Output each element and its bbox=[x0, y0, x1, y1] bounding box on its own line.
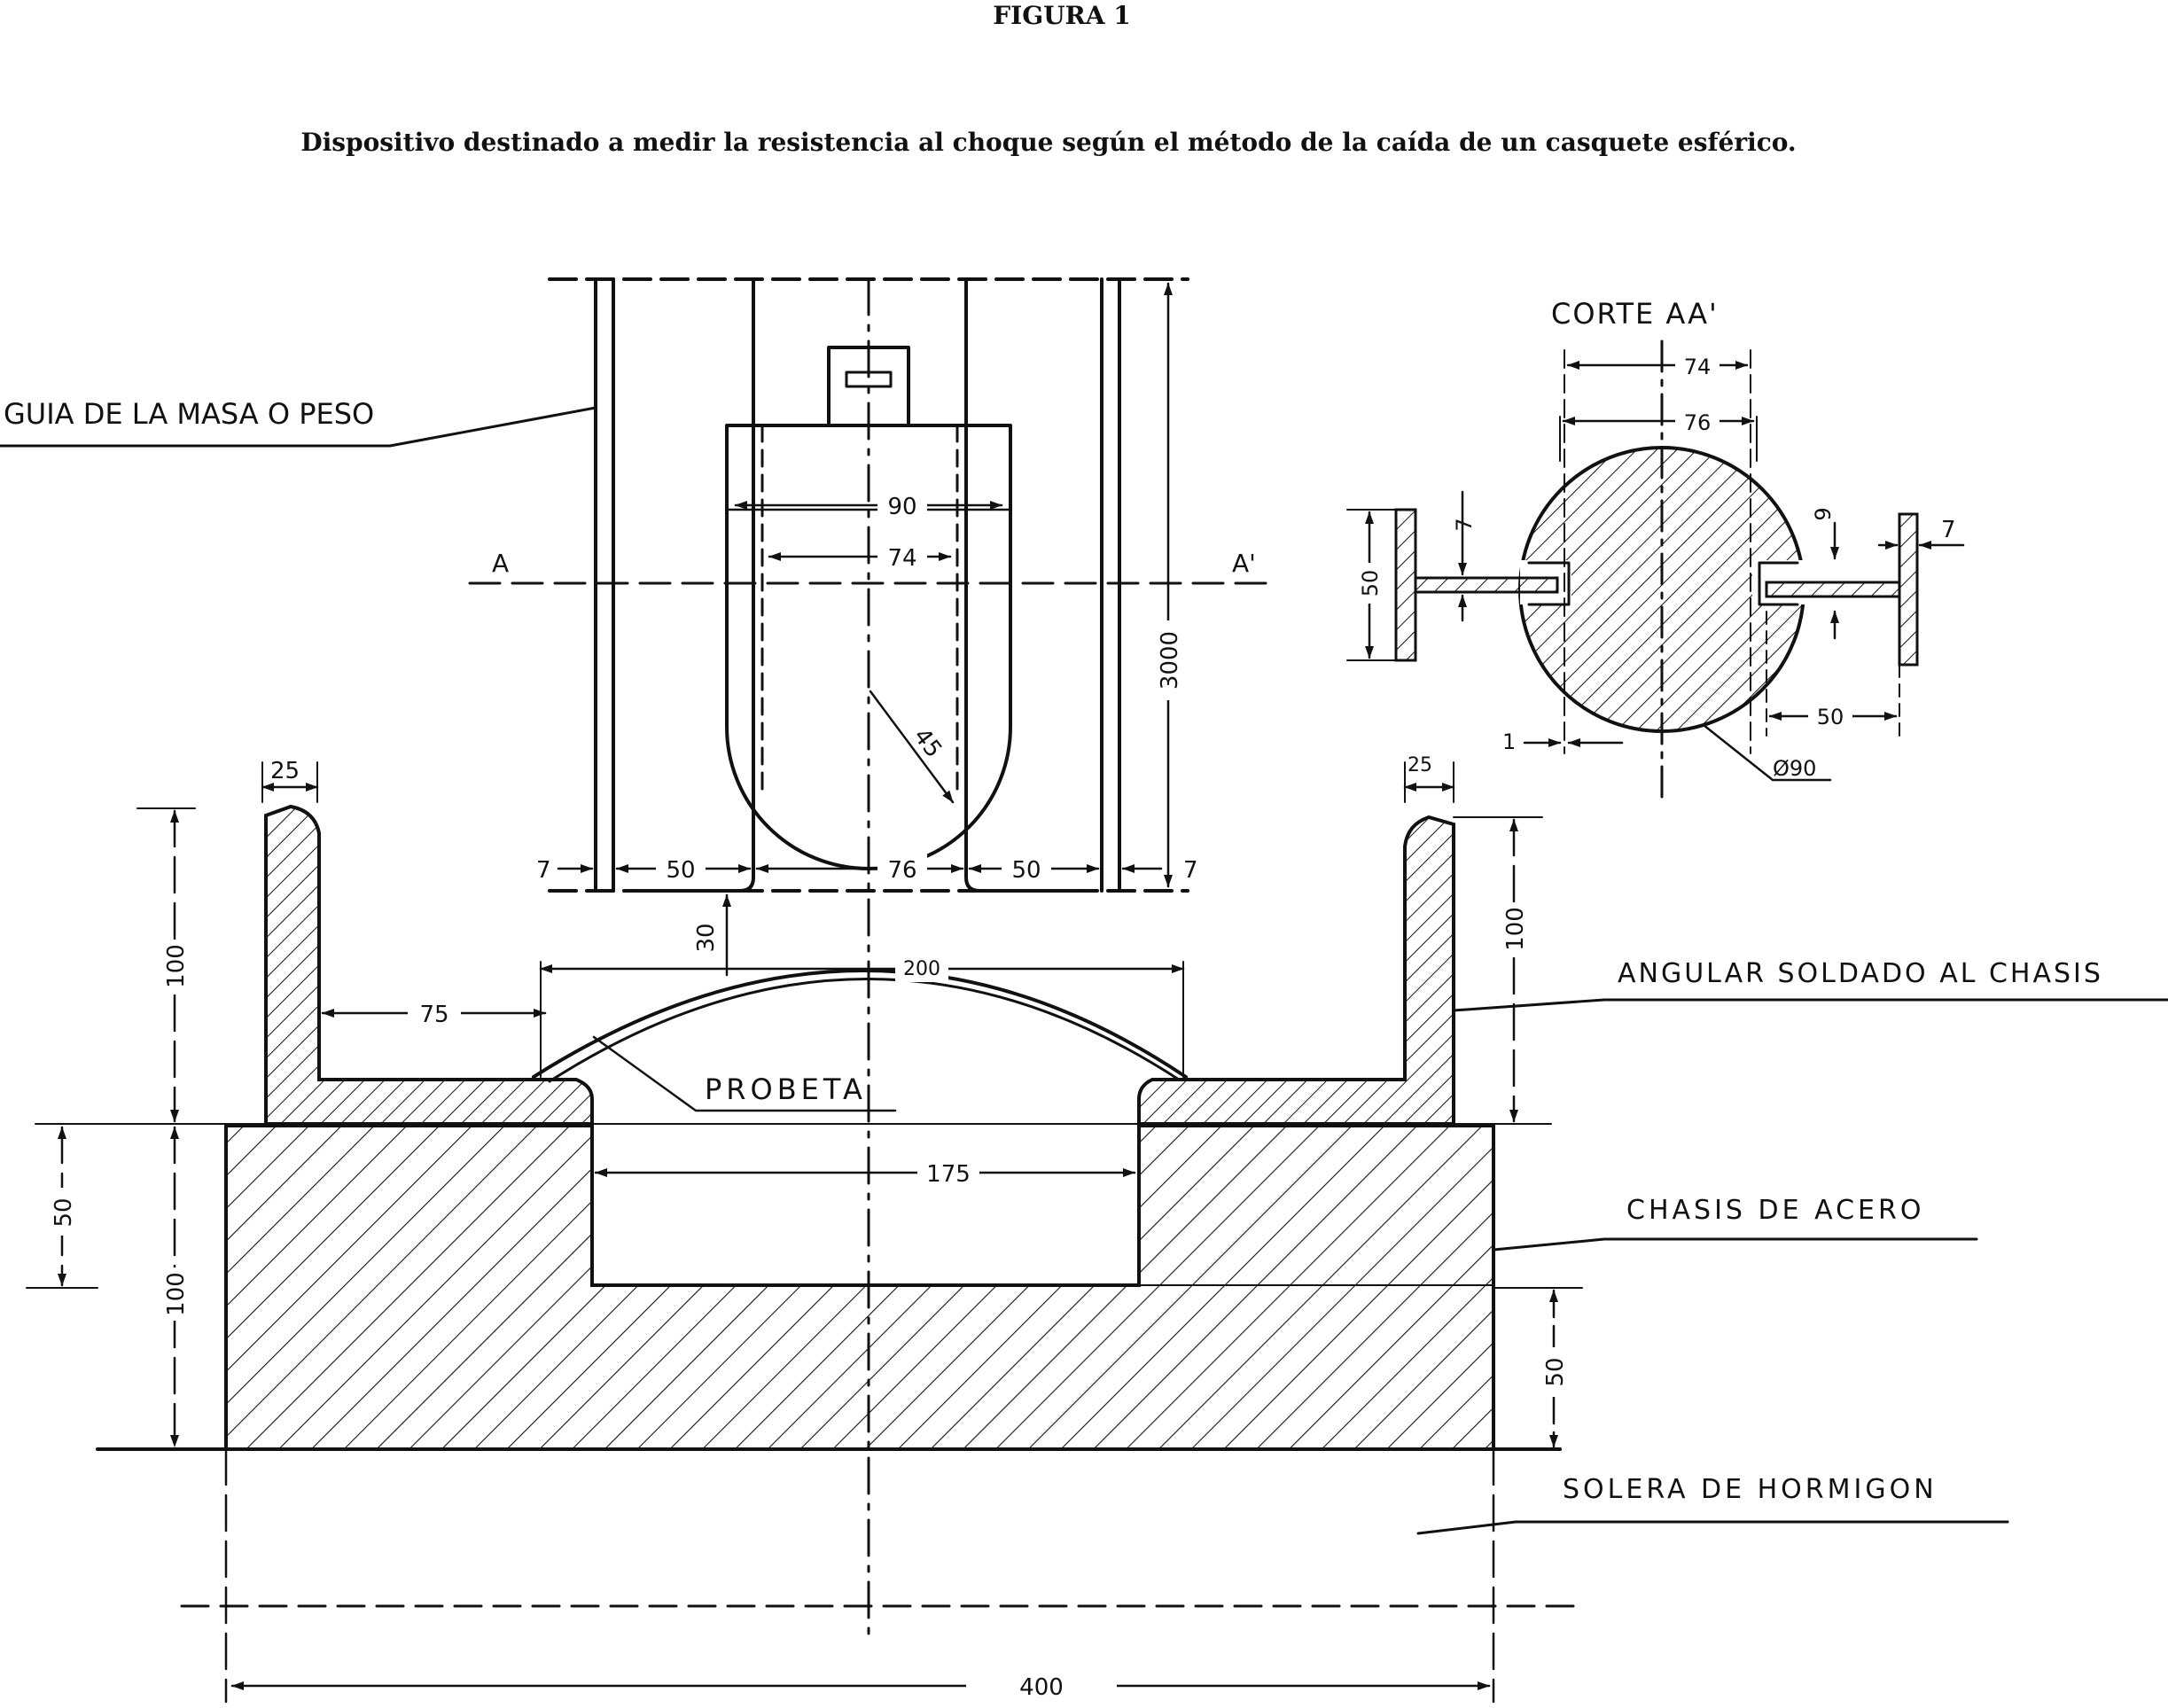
dim-guide-offset-left-value: 50 bbox=[666, 857, 695, 884]
angle-iron-left bbox=[264, 804, 594, 1126]
section-mass bbox=[1518, 446, 1805, 733]
dim-guide-offset-right-value: 50 bbox=[1011, 857, 1041, 884]
section-guide-right bbox=[1765, 512, 1919, 667]
label-base: SOLERA DE HORMIGON bbox=[1563, 1474, 1938, 1505]
figure-title: FIGURA 1 bbox=[993, 1, 1131, 30]
dim-mass-width-value: 90 bbox=[887, 494, 916, 520]
dim-sec-9: 9 bbox=[1811, 507, 1836, 520]
dim-angle-thick-left: 25 bbox=[270, 758, 300, 784]
dim-angle-thick-right: 25 bbox=[1408, 754, 1432, 776]
concrete-base bbox=[96, 1447, 1579, 1704]
specimen-dome bbox=[532, 969, 1188, 1079]
section-label-a: A bbox=[492, 549, 509, 578]
label-section-title: CORTE AA' bbox=[1551, 297, 1719, 331]
dim-drop-clearance-value: 30 bbox=[693, 923, 720, 952]
section-label-a-prime: A' bbox=[1232, 549, 1256, 578]
dim-base-width-value: 400 bbox=[1019, 1674, 1064, 1701]
dim-mass-radius bbox=[869, 690, 955, 804]
dim-mass-inner-value: 74 bbox=[887, 545, 916, 572]
dim-recess-width-value: 175 bbox=[926, 1161, 971, 1188]
mass-guide bbox=[548, 277, 1189, 893]
dim-angle-inset-value: 75 bbox=[419, 1002, 448, 1028]
figure-caption: Dispositivo destinado a medir la resiste… bbox=[300, 128, 1796, 157]
label-angle: ANGULAR SOLDADO AL CHASIS bbox=[1618, 958, 2103, 989]
dim-mass-radius-value: 45 bbox=[908, 723, 947, 762]
label-chassis: CHASIS DE ACERO bbox=[1626, 1195, 1924, 1226]
dim-guide-gap-right: 7 bbox=[1183, 857, 1198, 884]
dim-guide-gap-left: 7 bbox=[536, 857, 551, 884]
dim-sec-1: 1 bbox=[1502, 729, 1516, 754]
section-guide-left bbox=[1394, 508, 1559, 662]
dim-specimen-span-value: 200 bbox=[903, 958, 940, 980]
label-guide: GUIA DE LA MASA O PESO bbox=[4, 397, 374, 431]
dim-sec-7-top: 7 bbox=[1452, 518, 1477, 531]
dim-recess-depth-value: 50 bbox=[1542, 1357, 1569, 1386]
label-specimen: PROBETA bbox=[705, 1072, 867, 1106]
dim-chassis-step-value: 50 bbox=[51, 1197, 77, 1227]
dim-chassis-height-value: 100 bbox=[163, 1272, 190, 1316]
dim-fall-height-value: 3000 bbox=[1157, 631, 1183, 690]
dim-sec-74-value: 74 bbox=[1684, 355, 1712, 379]
dim-sec-50-left-value: 50 bbox=[1358, 570, 1383, 597]
dim-sec-7-right: 7 bbox=[1941, 517, 1956, 543]
dim-sec-50-bottom-value: 50 bbox=[1817, 705, 1844, 729]
dim-angle-height-right-value: 100 bbox=[1502, 907, 1529, 951]
steel-chassis bbox=[224, 1124, 1495, 1451]
angle-iron-right bbox=[1137, 815, 1455, 1126]
dim-angle-height-left-value: 100 bbox=[163, 944, 190, 988]
dim-sec-76-value: 76 bbox=[1684, 410, 1712, 435]
dim-mass-bottom-width-value: 76 bbox=[887, 857, 916, 884]
dim-sec-diameter: Ø90 bbox=[1773, 756, 1816, 781]
